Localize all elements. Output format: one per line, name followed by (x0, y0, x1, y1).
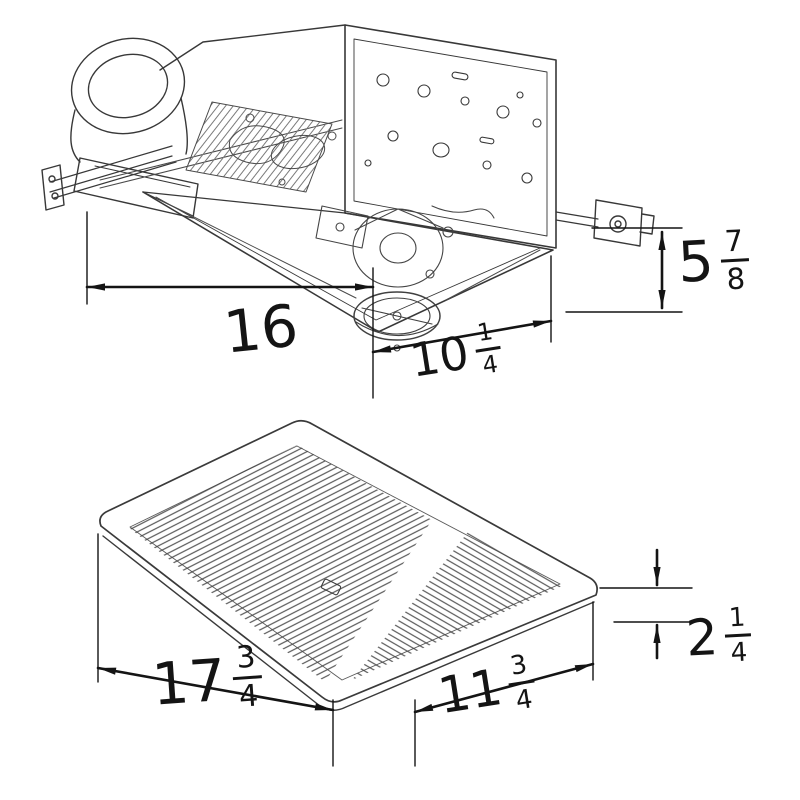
hanger-rails (41, 145, 177, 211)
bottom-rim (142, 191, 554, 333)
dimension-fraction: 7 8 (718, 223, 751, 296)
dimension-value: 2 (684, 607, 720, 668)
housing-assembly (41, 24, 655, 352)
dimension-value: 17 (149, 645, 229, 719)
indicator-lens (320, 578, 342, 596)
end-panel (344, 24, 557, 249)
dimension-housing-length: 16 (220, 291, 302, 367)
dimension-graphics (85, 211, 693, 767)
housing-top-edge (159, 24, 346, 71)
grille-outline (99, 419, 598, 703)
dimension-grille-length: 17 3 4 (149, 640, 265, 719)
support-bracket (555, 199, 655, 247)
dim-line-grille-length (96, 666, 335, 712)
dimension-grille-height: 2 1 4 (684, 603, 753, 668)
panel-holes (364, 71, 542, 184)
dimension-value: 16 (220, 291, 302, 367)
interior-details (99, 101, 541, 301)
duct-elbow (70, 37, 189, 163)
grille (99, 419, 598, 711)
dimension-fraction: 1 4 (723, 603, 753, 668)
blower (315, 205, 495, 288)
dimension-value: 10 (406, 325, 473, 389)
dimension-lines (85, 230, 666, 714)
dimension-value: 11 (434, 657, 506, 725)
dimension-housing-height: 5 7 8 (676, 223, 751, 297)
dimension-fraction: 3 4 (230, 640, 264, 715)
grille-slats-left (128, 445, 432, 682)
grille-slats-right (352, 532, 562, 680)
dim-line-grille-depth (413, 662, 595, 714)
dimension-value: 5 (676, 228, 716, 296)
dim-line-housing-depth (371, 319, 553, 354)
